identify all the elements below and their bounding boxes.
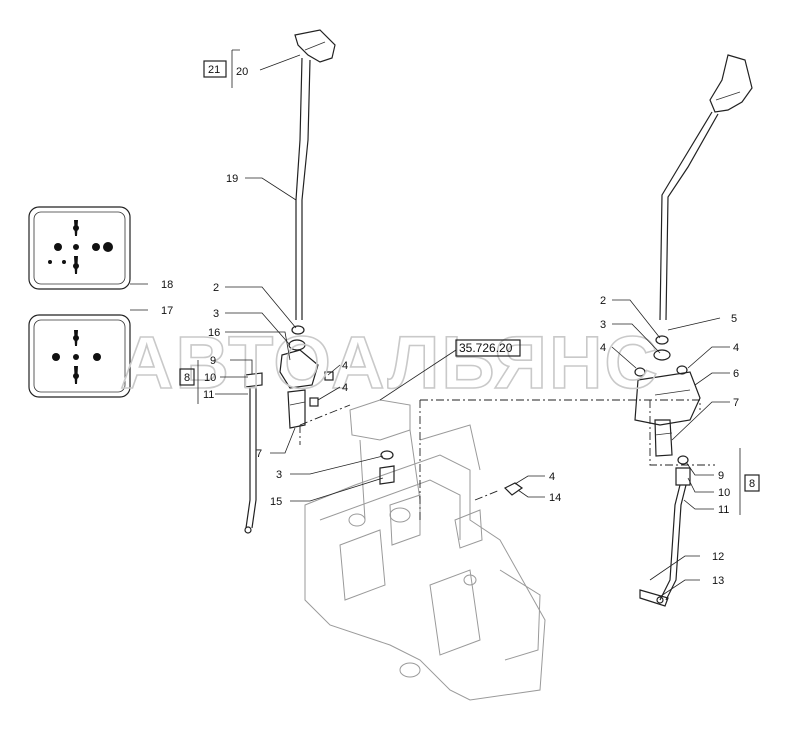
callout-15: 15: [270, 496, 282, 508]
decal-18: [28, 206, 131, 290]
leader-lines: [130, 54, 730, 599]
callout-17: 17: [161, 305, 173, 317]
right-lever: [634, 54, 753, 607]
box-21: 21: [203, 49, 240, 88]
decal-17-symbols-icon: [52, 330, 101, 384]
callout-10-right: 10: [718, 487, 730, 499]
callouts: 20 19 18 17 2 3 16 4 4 9 10 11 7 3 15 4 …: [161, 66, 739, 587]
callout-6: 6: [733, 368, 739, 380]
box-8-right-label: 8: [749, 478, 755, 490]
callout-7-left: 7: [256, 448, 262, 460]
decal-18-symbols-icon: [48, 220, 113, 274]
watermark-text: АВТОАЛЬЯНС: [120, 321, 660, 404]
callout-9-left: 9: [210, 355, 216, 367]
callout-4-left-c: 4: [549, 471, 555, 483]
callout-13: 13: [712, 575, 724, 587]
callout-3-left-top: 3: [213, 308, 219, 320]
decal-17: [28, 314, 131, 398]
callout-14: 14: [549, 492, 561, 504]
callout-2-right: 2: [600, 295, 606, 307]
callout-16: 16: [208, 327, 220, 339]
callout-2-left: 2: [213, 282, 219, 294]
reference-box: 35.726.20: [379, 339, 521, 401]
left-lever: [244, 29, 524, 534]
callout-3-right: 3: [600, 319, 606, 331]
box-8-left: 8: [179, 360, 199, 404]
chassis-frame: [304, 399, 546, 701]
box-8-right: 8: [739, 448, 760, 515]
callout-9-right: 9: [718, 470, 724, 482]
reference-lines: [299, 399, 715, 520]
callout-11-right: 11: [718, 504, 729, 516]
callout-4-left-b: 4: [342, 382, 348, 394]
callout-12: 12: [712, 551, 724, 563]
callout-11-left: 11: [203, 389, 214, 401]
callout-4-right-a: 4: [600, 342, 606, 354]
callout-20: 20: [236, 66, 248, 78]
callout-19: 19: [226, 173, 238, 185]
callout-10-left: 10: [204, 372, 216, 384]
callout-4-left-a: 4: [342, 360, 348, 372]
box-8-left-label: 8: [184, 372, 190, 384]
box-21-label: 21: [208, 64, 220, 76]
callout-5: 5: [731, 313, 737, 325]
callout-3-left-bottom: 3: [276, 469, 282, 481]
reference-label: 35.726.20: [459, 341, 513, 355]
callout-7-right: 7: [733, 397, 739, 409]
callout-4-right-b: 4: [733, 342, 739, 354]
callout-18: 18: [161, 279, 173, 291]
